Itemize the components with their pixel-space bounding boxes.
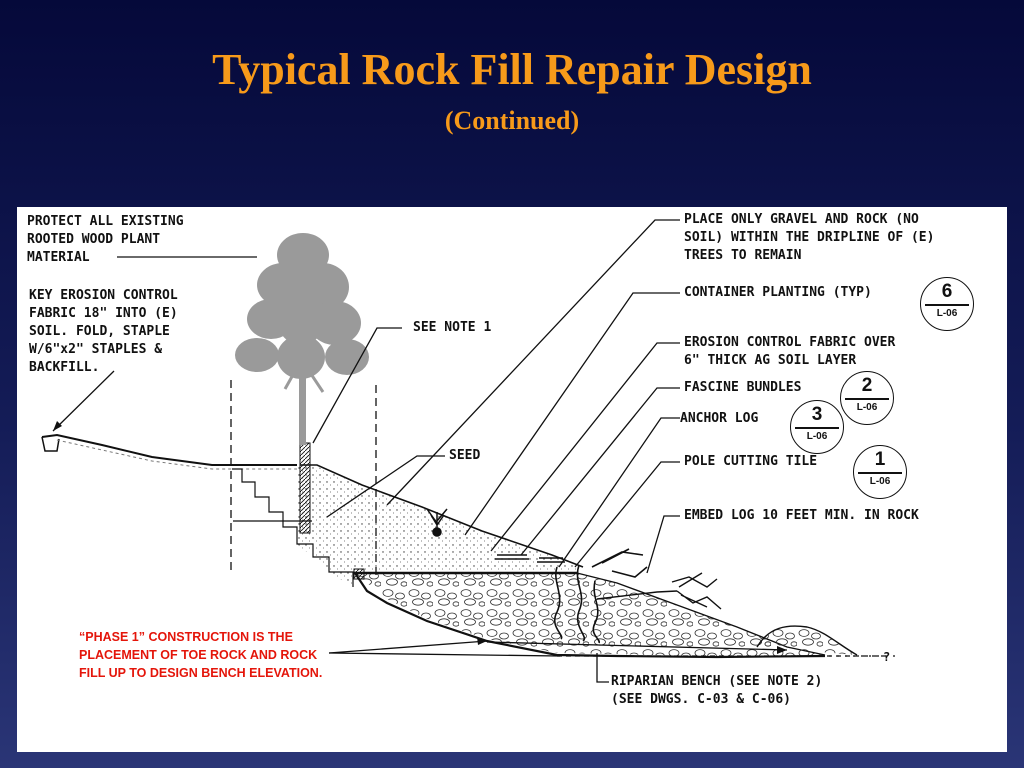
fascine-bundles-icon [495,554,565,563]
label-protect-existing: PROTECT ALL EXISTING ROOTED WOOD PLANT M… [27,214,184,265]
existing-ground [41,433,297,470]
label-anchor-log: ANCHOR LOG [680,411,759,426]
label-water-mark: ? [883,650,891,664]
section-drawing: PROTECT ALL EXISTING ROOTED WOOD PLANT M… [17,207,1007,752]
existing-tree-icon [235,233,369,445]
rock-fill [354,572,897,659]
detail-tag-container-planting: 6 L-06 [920,277,974,331]
slide-title: Typical Rock Fill Repair Design [212,45,812,94]
label-key-erosion-fabric: KEY EROSION CONTROL FABRIC 18" INTO (E) … [29,288,178,375]
embedded-log-icon [596,572,722,610]
detail-tag-anchor-log: 3 L-06 [790,400,844,454]
detail-tag-number: 6 [941,281,953,302]
phase-1-note: “PHASE 1” CONSTRUCTION IS THE PLACEMENT … [79,630,323,680]
detail-tag-pole-cutting: 1 L-06 [853,445,907,499]
detail-tag-sheet: L-06 [806,431,828,442]
label-erosion-control-fabric: EROSION CONTROL FABRIC OVER 6" THICK AG … [684,335,896,368]
container-planting-icon [426,508,448,537]
slide-subtitle: (Continued) [444,106,580,135]
detail-tag-sheet: L-06 [856,402,878,413]
label-seed: SEED [449,448,481,463]
detail-tag-sheet: L-06 [936,308,958,319]
detail-tag-number: 1 [874,449,886,470]
soil-fill [297,464,584,587]
detail-tag-number: 3 [811,404,823,425]
label-embed-log: EMBED LOG 10 FEET MIN. IN ROCK [684,508,919,523]
detail-tag-fascine-bundles: 2 L-06 [840,371,894,425]
detail-tag-number: 2 [861,375,873,396]
label-fascine-bundles: FASCINE BUNDLES [684,380,802,395]
label-riparian-bench: RIPARIAN BENCH (SEE NOTE 2) (SEE DWGS. C… [611,674,823,707]
fabric-key-anchor [299,442,311,534]
leader-lines [52,219,680,683]
label-pole-cutting-tile: POLE CUTTING TILE [684,454,818,469]
pole-cuttings-icon [554,548,648,644]
drawing-linework [41,219,897,683]
label-see-note-1: SEE NOTE 1 [413,320,492,335]
label-gravel-rock-dripline: PLACE ONLY GRAVEL AND ROCK (NO SOIL) WIT… [684,212,935,263]
label-container-planting: CONTAINER PLANTING (TYP) [684,285,872,300]
detail-tag-sheet: L-06 [869,476,891,487]
